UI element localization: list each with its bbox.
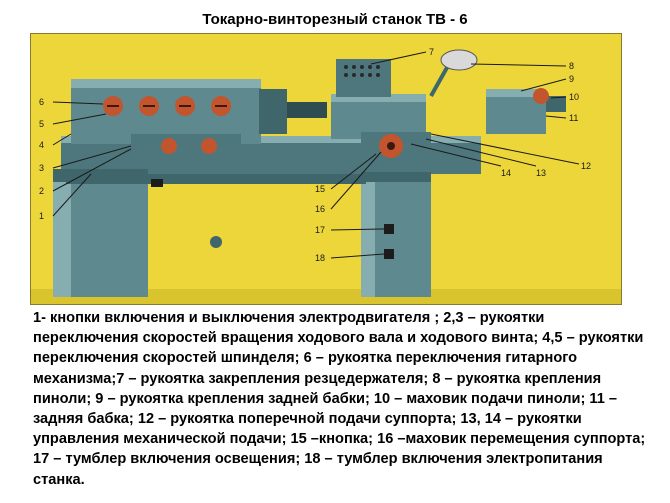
lamp-icon [440, 49, 478, 71]
callout-10: 10 [569, 92, 579, 102]
callout-9: 9 [569, 74, 574, 84]
page-title: Токарно-винторезный станок ТВ - 6 [202, 11, 468, 28]
callout-4: 4 [39, 140, 44, 150]
power-switch-icon [384, 249, 394, 259]
callout-5: 5 [39, 119, 44, 129]
callout-8: 8 [569, 61, 574, 71]
feed-handle-icon [201, 138, 217, 154]
callout-7: 7 [429, 47, 434, 57]
feed-handle-icon [161, 138, 177, 154]
callout-13: 13 [536, 168, 546, 178]
callout-17: 17 [315, 225, 325, 235]
legend-caption: 1- кнопки включения и выключения электро… [33, 310, 646, 488]
tool-post [336, 59, 391, 97]
chuck [259, 89, 287, 134]
motor-button-icon [151, 179, 163, 187]
lathe-machine-illustration-icon: 1 2 3 4 5 6 7 8 9 10 11 12 13 14 15 16 1… [31, 47, 621, 304]
callout-15: 15 [315, 184, 325, 194]
callout-14: 14 [501, 168, 511, 178]
callout-12: 12 [581, 161, 591, 171]
callout-3: 3 [39, 163, 44, 173]
callout-11: 11 [569, 113, 578, 123]
light-switch-icon [384, 224, 394, 234]
callout-1: 1 [39, 211, 44, 221]
tailstock-handwheel-icon [533, 88, 549, 104]
callout-6: 6 [39, 97, 44, 107]
callout-16: 16 [315, 204, 325, 214]
callout-2: 2 [39, 186, 44, 196]
callout-18: 18 [315, 253, 325, 263]
lathe-illustration: 1 2 3 4 5 6 7 8 9 10 11 12 13 14 15 16 1… [30, 33, 622, 305]
